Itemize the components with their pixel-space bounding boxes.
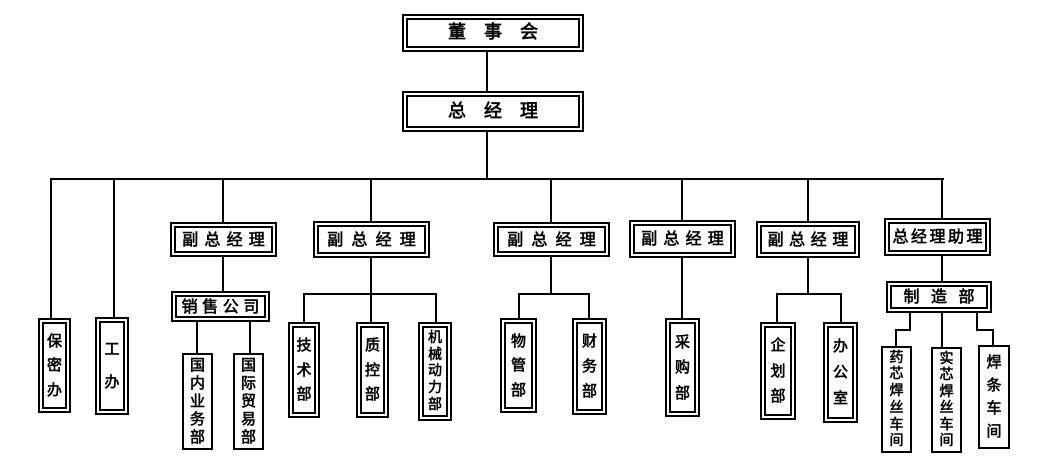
- connector-board-gm: [486, 52, 488, 91]
- connector-drop-office: [840, 293, 842, 322]
- node-office: 办公室: [823, 322, 858, 423]
- node-deputy-gm-3: 副总经理: [493, 222, 610, 257]
- connector-deputy2-stem: [370, 257, 372, 294]
- connector-drop-qc: [370, 293, 372, 322]
- node-deputy-gm-5: 副总经理: [756, 221, 860, 258]
- node-flux-cored-wire-workshop: 药芯焊丝车间: [881, 346, 912, 453]
- connector-sales-domestic: [196, 321, 198, 353]
- node-board: 董事会: [402, 14, 584, 52]
- connector-deputy3-stem: [550, 257, 552, 294]
- node-electrode-workshop: 焊条车间: [978, 345, 1010, 449]
- connector-main-bar: [50, 178, 944, 180]
- node-materials-mgmt-dept: 物管部: [500, 318, 537, 413]
- connector-mfg-left-h: [895, 329, 911, 331]
- connector-drop-finance: [588, 293, 590, 318]
- connector-deputy5-bar: [776, 293, 842, 295]
- node-technology-dept: 技术部: [288, 322, 320, 418]
- connector-drop-deputy2: [370, 178, 372, 221]
- connector-drop-security: [50, 178, 52, 318]
- node-machinery-power-dept: 机械动力部: [418, 322, 452, 421]
- connector-drop-assistant: [941, 178, 943, 218]
- connector-sales-intl: [249, 321, 251, 353]
- connector-mfg-left-v2: [895, 329, 897, 346]
- connector-assistant-mfg: [941, 256, 943, 281]
- node-deputy-gm-4: 副总经理: [629, 220, 736, 258]
- connector-drop-tech: [303, 293, 305, 322]
- node-quality-control-dept: 质控部: [356, 322, 389, 418]
- connector-drop-deputy3: [550, 178, 552, 222]
- connector-drop-workers: [113, 178, 115, 317]
- node-international-trade-dept: 国际贸易部: [233, 353, 264, 450]
- connector-deputy4-purchasing: [681, 258, 683, 318]
- connector-mfg-left-v1: [909, 313, 911, 331]
- connector-drop-materials: [518, 293, 520, 318]
- node-purchasing-dept: 采购部: [665, 318, 700, 417]
- node-planning-dept: 企划部: [760, 322, 796, 420]
- connector-mfg-right-h: [976, 329, 994, 331]
- node-sales-company: 销售公司: [171, 291, 270, 322]
- node-deputy-gm-1: 副总经理: [170, 222, 277, 257]
- node-solid-wire-workshop: 实芯焊丝车间: [931, 347, 962, 453]
- connector-drop-deputy4: [681, 178, 683, 220]
- connector-drop-machinery: [435, 293, 437, 322]
- connector-deputy5-stem: [807, 258, 809, 294]
- connector-drop-deputy1: [222, 178, 224, 222]
- node-general-manager: 总经理: [402, 91, 584, 132]
- node-finance-dept: 财务部: [572, 318, 607, 415]
- connector-deputy1-sales: [222, 257, 224, 291]
- connector-drop-planning: [776, 293, 778, 322]
- node-gm-assistant: 总经理助理: [884, 218, 991, 256]
- connector-drop-deputy5: [807, 178, 809, 221]
- node-domestic-business-dept: 国内业务部: [182, 353, 213, 450]
- node-manufacturing-dept: 制造部: [886, 281, 992, 313]
- node-security-office: 保密办: [38, 318, 71, 413]
- connector-deputy3-bar: [518, 293, 590, 295]
- node-deputy-gm-2: 副总经理: [313, 221, 430, 258]
- connector-mfg-right-v2: [992, 329, 994, 345]
- node-workers-office: 工办: [95, 317, 129, 415]
- connector-mfg-right-v1: [976, 313, 978, 331]
- connector-mfg-mid: [941, 313, 943, 347]
- connector-gm-stem: [486, 131, 488, 179]
